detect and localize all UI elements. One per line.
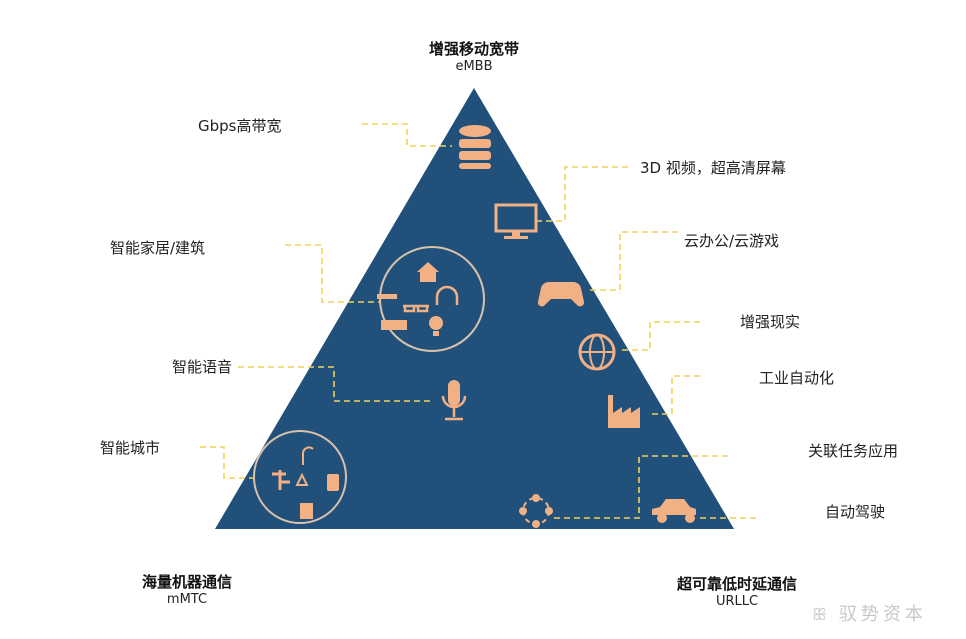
urllc-title: 超可靠低时延通信 xyxy=(676,575,797,593)
connector-cloud xyxy=(590,231,678,291)
label-smart-city: 智能城市 xyxy=(100,439,161,457)
label-voice: 智能语音 xyxy=(172,358,233,376)
label-gbps: Gbps高带宽 xyxy=(198,117,282,135)
embb-title: 增强移动宽带 xyxy=(428,40,519,58)
monitor-icon xyxy=(494,203,538,239)
connector-smart-city xyxy=(200,446,258,479)
recycle-icon xyxy=(295,472,309,486)
streetlight-icon xyxy=(302,446,314,465)
connector-smart-home xyxy=(285,244,380,303)
trash-icon xyxy=(300,503,313,519)
connector-voice xyxy=(238,366,430,402)
globe-icon xyxy=(578,333,616,371)
train-icon xyxy=(327,474,339,491)
projector-icon xyxy=(381,320,407,330)
factory-icon xyxy=(608,395,640,428)
network-icon xyxy=(519,494,553,528)
connector-ar xyxy=(618,321,700,351)
smart-home-cluster xyxy=(377,246,485,352)
embb-heading: 增强移动宽带 eMBB xyxy=(414,38,534,74)
label-video: 3D 视频，超高清屏幕 xyxy=(640,159,786,177)
label-mission: 关联任务应用 xyxy=(808,442,899,460)
signpost-icon xyxy=(272,470,290,490)
connector-video xyxy=(535,166,628,222)
database-icon xyxy=(459,125,491,169)
watermark-text: 驭势资本 xyxy=(838,604,927,625)
connector-mission xyxy=(552,455,728,519)
router-icon xyxy=(377,294,397,299)
gamepad-icon xyxy=(537,281,585,307)
bulb-icon xyxy=(429,316,443,330)
mmtc-subtitle: mMTC xyxy=(166,592,208,607)
connector-gbps xyxy=(362,123,452,147)
microphone-icon xyxy=(441,380,467,421)
label-ar: 增强现实 xyxy=(740,313,801,331)
wechat-icon: ꕥ xyxy=(812,605,831,624)
mmtc-heading: 海量机器通信 mMTC xyxy=(117,571,257,607)
headphones-icon xyxy=(435,285,459,305)
car-icon xyxy=(652,499,696,523)
connector-industry xyxy=(648,375,700,415)
label-industry: 工业自动化 xyxy=(759,369,835,387)
house-icon xyxy=(417,262,439,282)
embb-subtitle: eMBB xyxy=(455,59,493,74)
pyramid-triangle xyxy=(215,88,734,529)
label-cloud: 云办公/云游戏 xyxy=(684,232,780,250)
mmtc-title: 海量机器通信 xyxy=(141,573,232,591)
watermark: ꕥ 驭势资本 xyxy=(812,600,927,626)
glasses-icon xyxy=(403,304,429,313)
smart-city-cluster xyxy=(253,430,347,524)
urllc-subtitle: URLLC xyxy=(715,594,759,609)
label-smart-home: 智能家居/建筑 xyxy=(110,239,206,257)
urllc-heading: 超可靠低时延通信 URLLC xyxy=(652,573,822,609)
label-autodrive: 自动驾驶 xyxy=(825,503,886,521)
